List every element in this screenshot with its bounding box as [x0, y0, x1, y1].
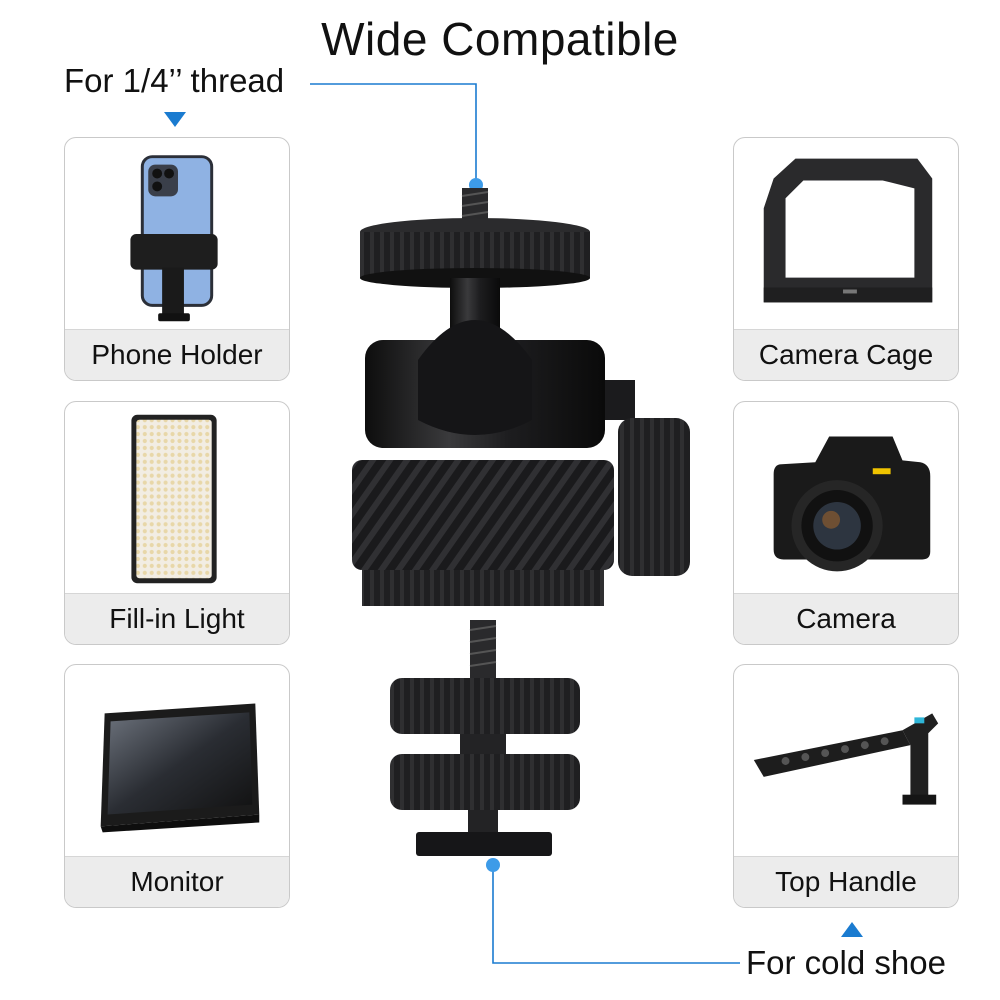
card-camera: Camera [733, 401, 959, 645]
arrow-down-icon [164, 112, 186, 127]
dslr-camera-icon [773, 436, 931, 572]
camera-cage-icon [763, 158, 933, 303]
card-phone-holder: Phone Holder [64, 137, 290, 381]
page-title: Wide Compatible [321, 13, 679, 65]
card-label: Fill-in Light [65, 593, 289, 644]
card-label: Monitor [65, 856, 289, 907]
led-panel-icon [131, 414, 217, 584]
card-fill-in-light: Fill-in Light [64, 401, 290, 645]
arrow-up-icon [841, 922, 863, 937]
card-monitor: Monitor [64, 664, 290, 908]
top-handle-icon [753, 713, 939, 805]
card-camera-cage: Camera Cage [733, 137, 959, 381]
ball-head-mount-icon [352, 188, 690, 856]
card-top-handle: Top Handle [733, 664, 959, 908]
phone-holder-icon [130, 155, 218, 322]
card-label: Camera [734, 593, 958, 644]
thread-callout: For 1/4’’ thread [64, 62, 285, 99]
monitor-icon [100, 703, 260, 833]
cold-shoe-callout: For cold shoe [746, 944, 946, 981]
card-label: Camera Cage [734, 329, 958, 380]
card-label: Phone Holder [65, 329, 289, 380]
card-label: Top Handle [734, 856, 958, 907]
